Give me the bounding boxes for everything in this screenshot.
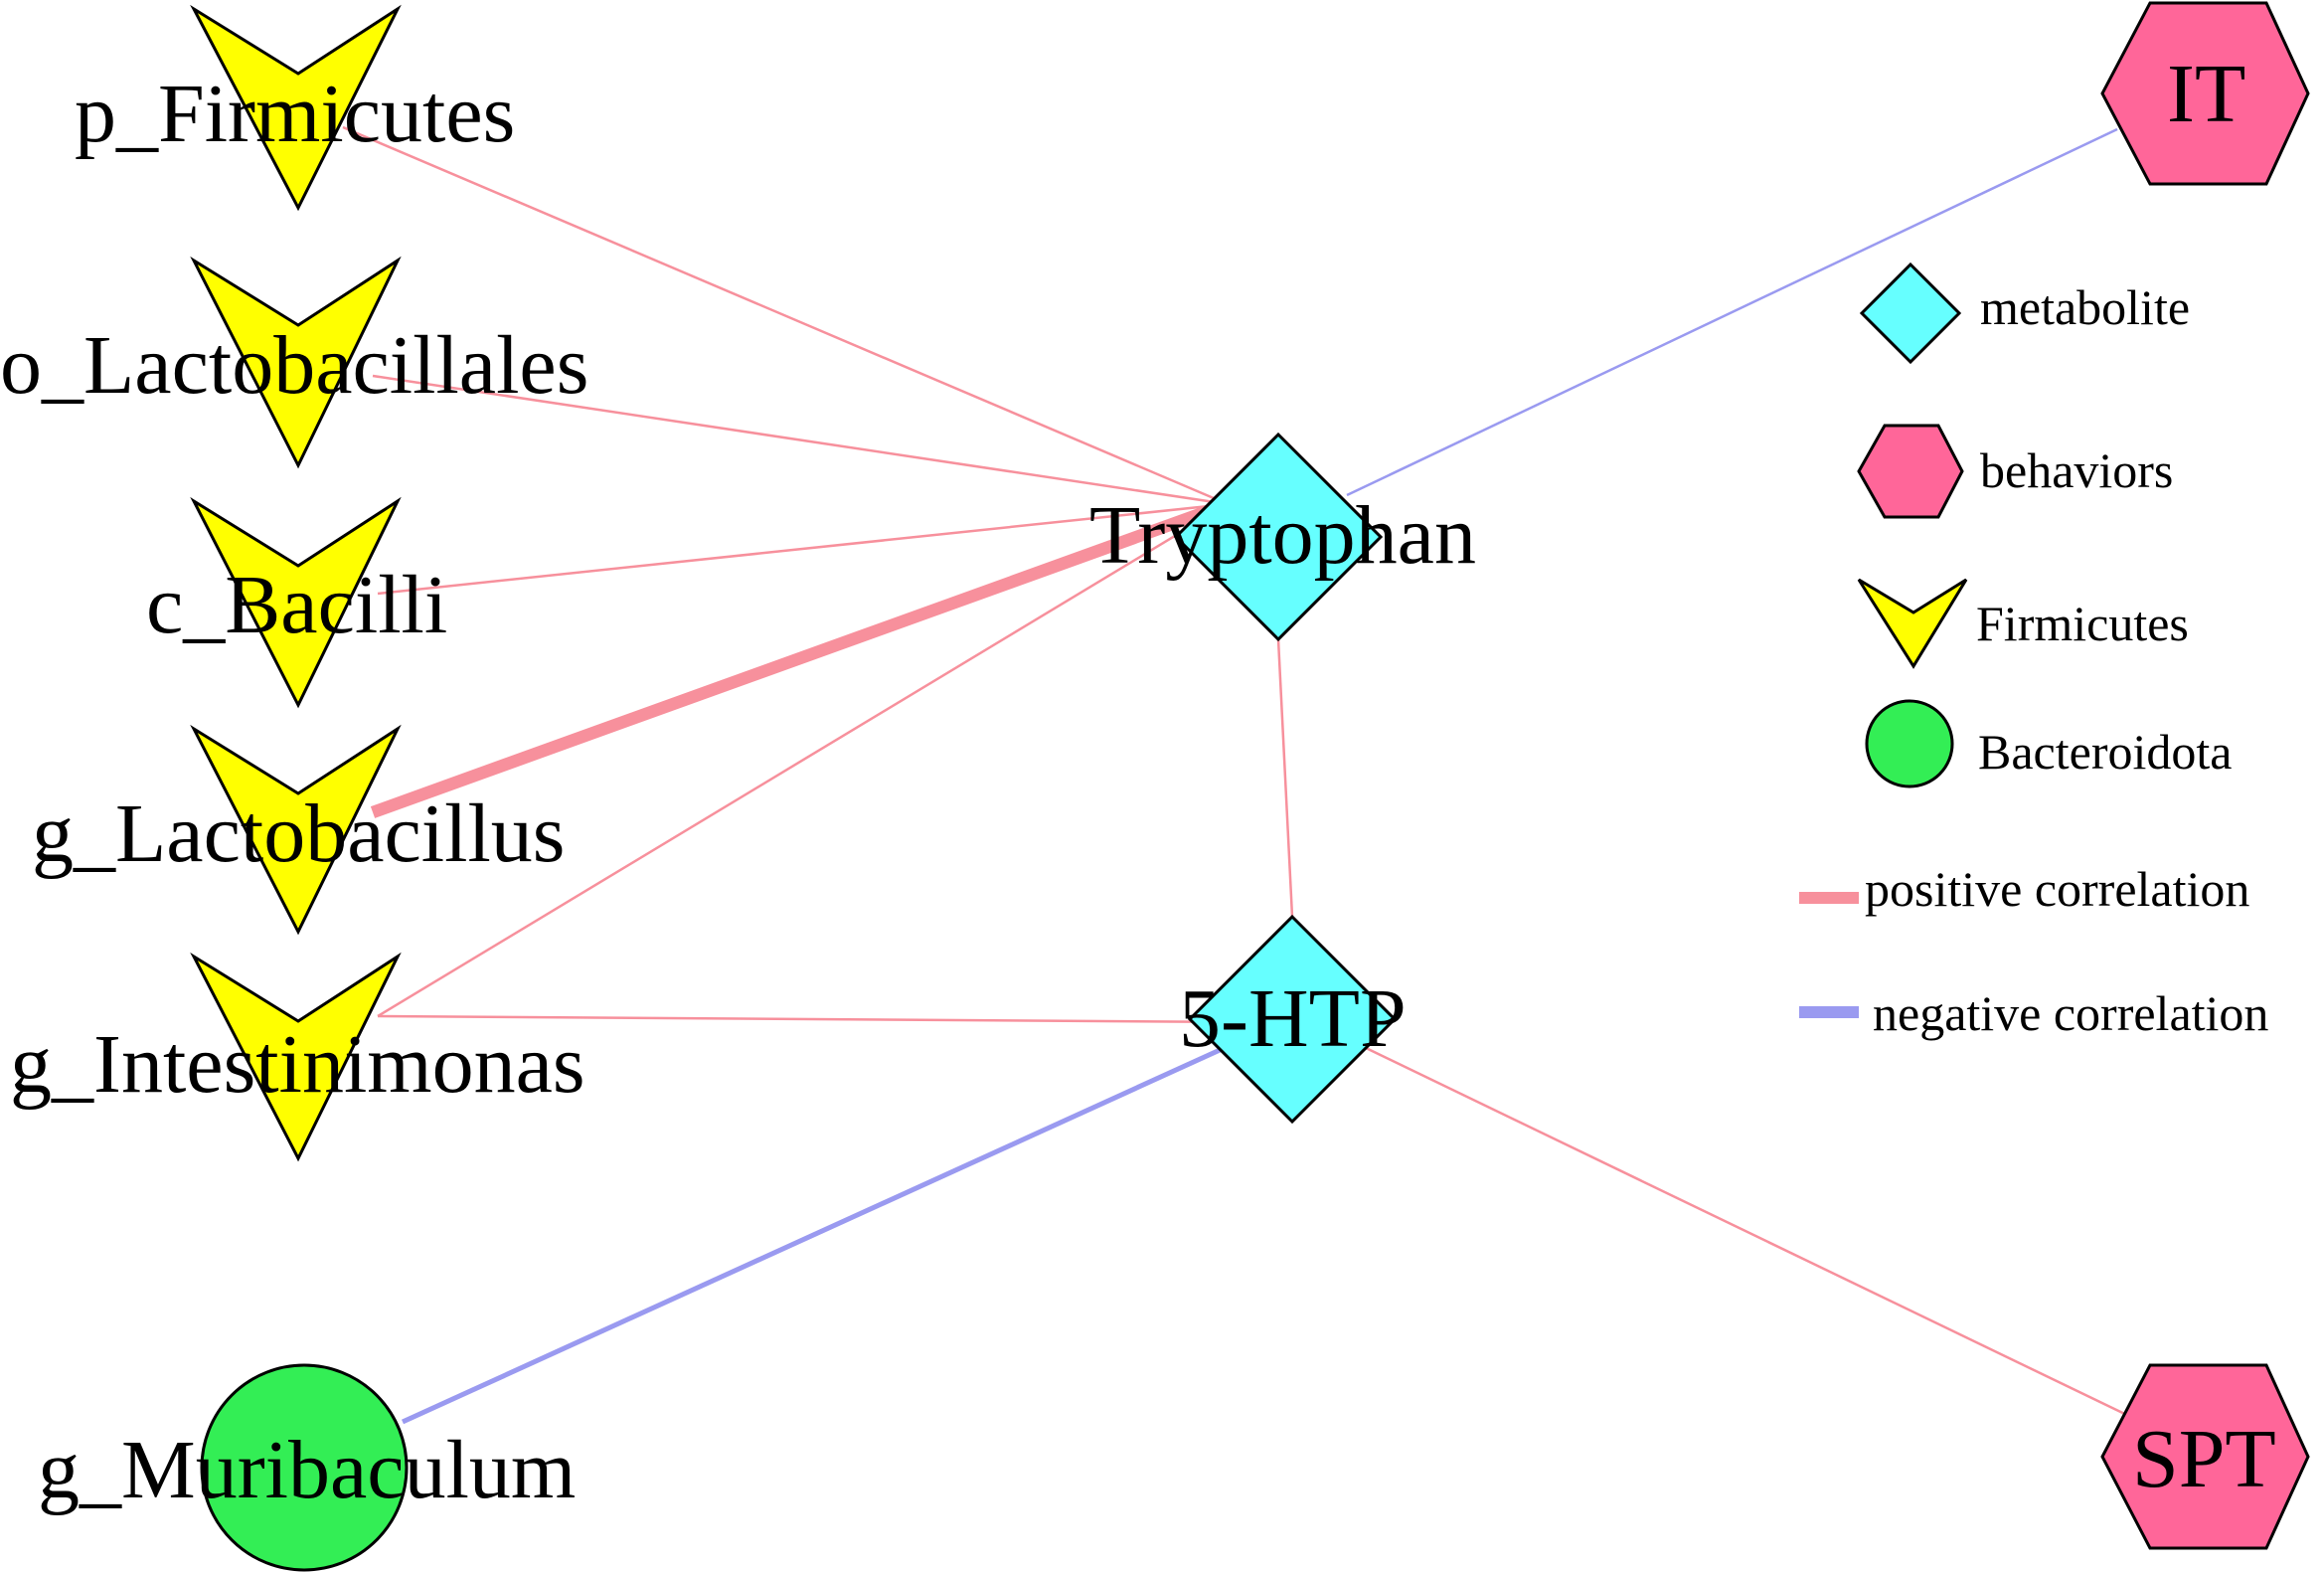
legend-bacteroidota-swatch (1865, 699, 1954, 788)
g-muribaculum-label: g_Muribaculum (38, 1424, 576, 1516)
legend-firmicutes-swatch (1857, 578, 1968, 669)
edge-c-bacilli-tryptophan (377, 502, 1229, 596)
legend-negative-label: negative correlation (1873, 985, 2268, 1041)
legend-firmicutes-label: Firmicutes (1976, 596, 2189, 651)
legend-behaviors-swatch (1857, 424, 1964, 519)
o-lactobacillales-node (190, 256, 402, 469)
legend-bacteroidota-label: Bacteroidota (1978, 724, 2232, 780)
p-firmicutes-node (190, 4, 402, 212)
p-firmicutes-label: p_Firmicutes (75, 68, 515, 160)
spt-label: SPT (2132, 1413, 2276, 1505)
legend-metabolite-swatch (1859, 262, 1962, 365)
label-layer: p_Firmicutes o_Lactobacillales c_Bacilli… (0, 48, 2276, 1516)
it-label: IT (2167, 48, 2245, 140)
edge-layer (342, 125, 2138, 1425)
tryptophan-node (1173, 432, 1384, 642)
node-layer (190, 1, 2310, 1572)
5htp-node (1187, 914, 1398, 1125)
o-lactobacillales-label: o_Lactobacillales (0, 319, 588, 412)
edge-g-intestinimonas-5htp (377, 1014, 1248, 1024)
legend-behaviors-label: behaviors (1980, 442, 2173, 498)
edge-p-firmicutes-tryptophan (342, 125, 1229, 506)
5htp-label: 5-HTP (1179, 972, 1407, 1065)
edge-o-lactobacillales-tryptophan (372, 374, 1229, 506)
spt-node (2100, 1363, 2310, 1550)
g-intestinimonas-node (190, 952, 402, 1162)
edge-g-muribaculum-5htp (401, 1043, 1231, 1425)
g-lactobacillus-node (190, 724, 402, 936)
edge-tryptophan-5htp (1276, 638, 1294, 918)
g-lactobacillus-label: g_Lactobacillus (32, 787, 565, 880)
c-bacilli-label: c_Bacilli (146, 559, 447, 651)
tryptophan-label: Tryptophan (1089, 489, 1476, 582)
edge-5htp-spt (1361, 1044, 2138, 1422)
g-intestinimonas-label: g_Intestinimonas (10, 1018, 585, 1111)
edge-g-intestinimonas-tryptophan (377, 502, 1229, 1018)
edge-g-lactobacillus-tryptophan (370, 498, 1231, 818)
g-muribaculum-node (200, 1363, 409, 1572)
legend-metabolite-label: metabolite (1980, 279, 2190, 335)
it-node (2100, 1, 2310, 186)
c-bacilli-node (190, 496, 402, 709)
edge-tryptophan-it (1346, 127, 2118, 497)
legend: metabolite behaviors Firmicutes Bacteroi… (1799, 262, 2268, 1041)
legend-positive-label: positive correlation (1865, 861, 2249, 917)
